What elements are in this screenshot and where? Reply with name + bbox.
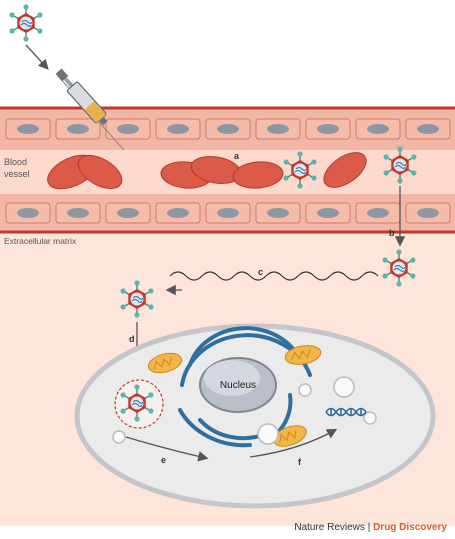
step-label-a: a xyxy=(234,151,240,161)
blood-vessel-label-2: vessel xyxy=(4,169,30,179)
step-label-e: e xyxy=(161,455,166,465)
publisher-name: Nature Reviews xyxy=(294,522,365,533)
step-label-c: c xyxy=(258,267,263,277)
blood-vessel xyxy=(0,106,455,234)
mitochondria xyxy=(147,345,322,447)
nucleus-label: Nucleus xyxy=(220,380,256,391)
wavy-diffusion-path xyxy=(169,271,379,281)
arrow-injection xyxy=(25,44,49,70)
endothelial-cells-bottom xyxy=(5,202,451,224)
step-label-d: d xyxy=(129,334,135,344)
red-blood-cells xyxy=(47,152,367,190)
ecm-label: Extracellular matrix xyxy=(4,236,77,246)
blood-vessel-label: Blood xyxy=(4,157,27,167)
syringe-icon xyxy=(55,68,125,151)
credit-separator: | xyxy=(367,522,371,533)
step-label-f: f xyxy=(298,457,302,467)
arrow-f xyxy=(249,428,338,458)
journal-credit: Nature Reviews | Drug Discovery xyxy=(294,522,447,533)
vesicles xyxy=(112,376,377,445)
endothelial-cells-top xyxy=(5,118,451,140)
arrow-e xyxy=(125,436,209,462)
step-label-b: b xyxy=(389,228,395,238)
dna-helix-icon xyxy=(325,407,367,417)
journal-name: Drug Discovery xyxy=(373,522,447,533)
target-cell xyxy=(74,323,436,509)
